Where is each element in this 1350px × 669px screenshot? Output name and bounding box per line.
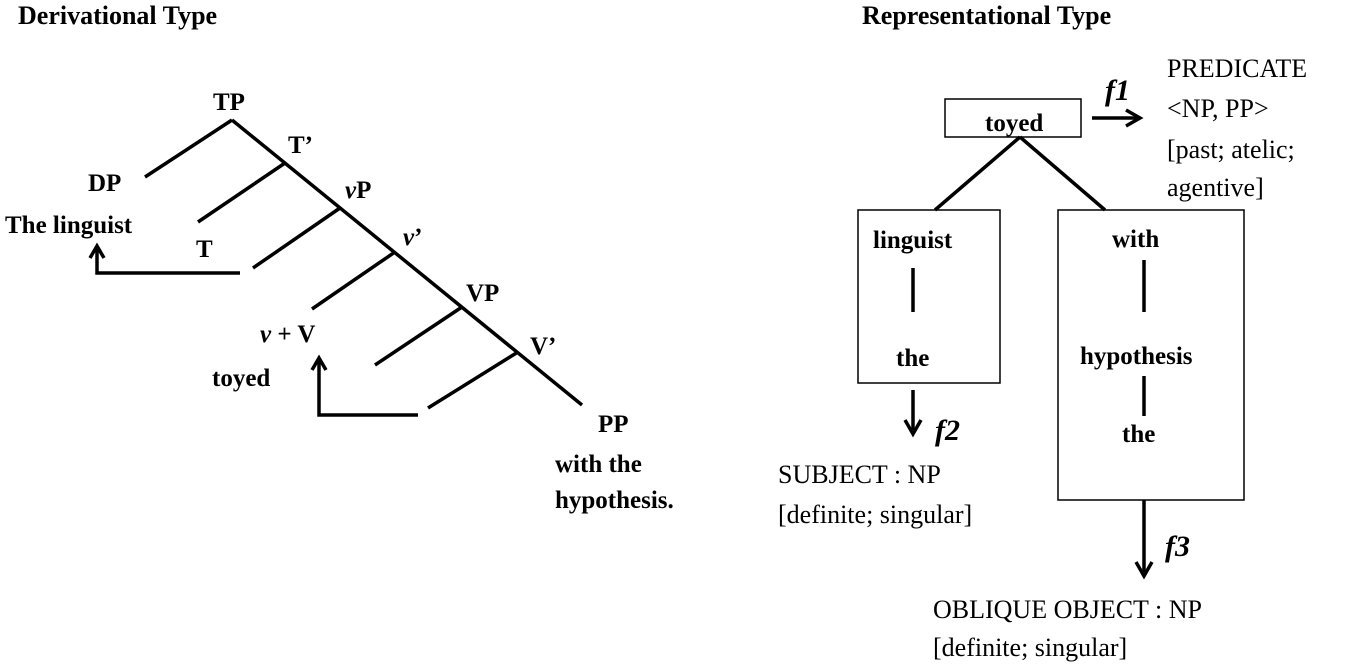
spine-line <box>230 118 584 407</box>
derivational-tree: Derivational Type TP T’ DP The linguist … <box>5 1 674 514</box>
v-bar-label: v’ <box>403 224 422 251</box>
predicate-line1: PREDICATE <box>1167 54 1307 83</box>
subject-movement-arrow <box>95 248 240 275</box>
f3-label: f3 <box>1165 530 1190 563</box>
pp-line2: hypothesis. <box>555 487 674 514</box>
v-bar-prime: ’ <box>414 224 422 251</box>
v-plus-v-rest: + V <box>271 321 315 348</box>
vp-branch-line <box>374 305 463 367</box>
f1-label: f1 <box>1105 74 1130 107</box>
vbar-big-label: V’ <box>530 333 556 360</box>
subject-movement-arrowhead <box>88 242 106 259</box>
t-bar-label: T’ <box>288 132 313 159</box>
oblique-func-line1: OBLIQUE OBJECT : NP <box>933 595 1202 624</box>
root-left-branch <box>933 135 1022 212</box>
oblique-func-line2: [definite; singular] <box>933 633 1127 662</box>
predicate-line2: <NP, PP> <box>1167 94 1269 123</box>
root-right-branch <box>1018 135 1107 212</box>
vp-label: VP <box>466 280 499 307</box>
tp-label: TP <box>213 89 245 116</box>
predicate-line4: agentive] <box>1167 173 1264 202</box>
left-box-top: linguist <box>873 227 953 254</box>
vp-small-branch-line <box>252 206 341 270</box>
verb-label: toyed <box>212 365 270 392</box>
representational-tree: Representational Type toyed linguist the… <box>778 1 1307 662</box>
subject-func-line2: [definite; singular] <box>778 500 972 529</box>
subject-label: The linguist <box>5 212 133 239</box>
verb-movement-arrowhead <box>310 354 328 371</box>
f2-arrowhead <box>903 419 923 438</box>
t-head-branch-line <box>197 161 286 224</box>
predicate-line3: [past; atelic; <box>1167 135 1295 164</box>
representational-heading: Representational Type <box>862 1 1111 30</box>
subject-func-line1: SUBJECT : NP <box>778 460 941 489</box>
dp-label: DP <box>88 170 121 197</box>
pp-line1: with the <box>555 451 642 478</box>
t-head-label: T <box>196 236 213 263</box>
v-bar-v: v <box>403 224 415 251</box>
f2-label: f2 <box>935 414 960 447</box>
vp-small-v: v <box>345 177 357 204</box>
right-box-bottom: the <box>1122 421 1155 448</box>
dp-branch-line <box>144 118 233 179</box>
root-label: toyed <box>985 110 1043 137</box>
vp-small-p: P <box>356 177 371 204</box>
vp-small-label: vP <box>345 177 371 204</box>
derivational-heading: Derivational Type <box>18 1 217 30</box>
f1-arrowhead <box>1125 108 1144 128</box>
right-box <box>1057 209 1245 501</box>
right-box-top: with <box>1112 226 1159 253</box>
left-box-bottom: the <box>896 345 929 372</box>
right-box-middle: hypothesis <box>1080 343 1193 370</box>
left-box <box>857 209 1001 384</box>
v-plus-v-label: v + V <box>260 321 315 348</box>
f3-arrowhead <box>1134 561 1154 580</box>
pp-label: PP <box>598 411 629 438</box>
v-bar-branch-line <box>311 250 396 311</box>
verb-movement-arrow <box>317 360 418 417</box>
vbar-big-branch-line <box>427 350 519 410</box>
v-plus-v-v: v <box>260 321 272 348</box>
root-box <box>944 98 1082 138</box>
